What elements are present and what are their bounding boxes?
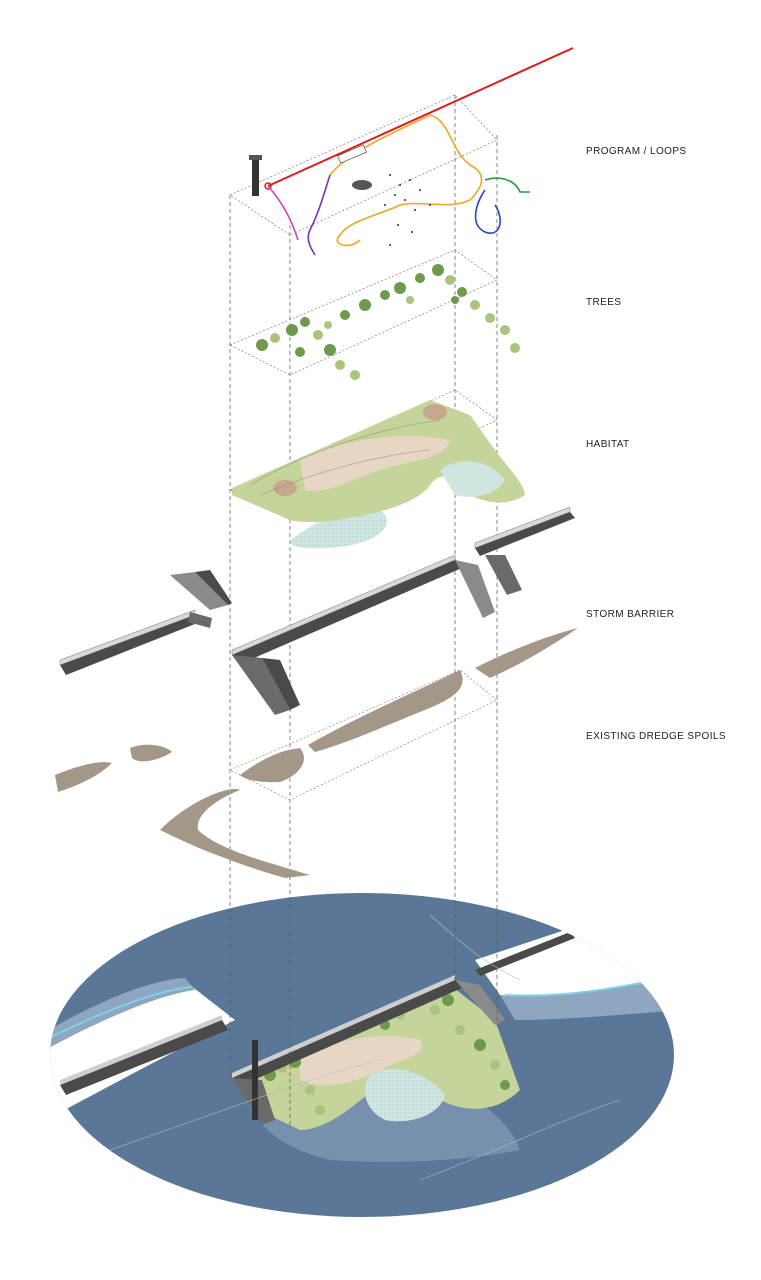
- dredge-spoil-long: [308, 670, 463, 752]
- base-storm-barrier: [60, 932, 575, 1125]
- tree-cluster: [256, 264, 520, 380]
- left-shoreline: [50, 986, 193, 1041]
- dredge-spoil-right: [475, 628, 578, 678]
- habitat-patch-left: [273, 480, 297, 496]
- label-program-loops: PROGRAM / LOOPS: [586, 146, 687, 157]
- trees-layer: [229, 249, 520, 380]
- island-sand: [300, 1036, 422, 1086]
- program-building: [337, 144, 367, 164]
- program-scatter-dots: [384, 174, 431, 246]
- right-shore-shallow: [500, 978, 674, 1020]
- dredge-spoil-left: [55, 762, 112, 792]
- label-storm-barrier: STORM BARRIER: [586, 609, 675, 620]
- program-pavilion: [352, 180, 372, 190]
- base-tower: [252, 1040, 258, 1120]
- label-trees: TREES: [586, 297, 622, 308]
- dredge-spoil-small: [130, 744, 172, 762]
- program-loops-layer: [229, 47, 574, 256]
- loop-magenta: [267, 185, 299, 241]
- storm-barrier-layer: [59, 506, 575, 715]
- label-habitat: HABITAT: [586, 439, 630, 450]
- loop-red-line: [267, 47, 574, 187]
- habitat-layer: [229, 389, 525, 549]
- habitat-water-edge-dots: [290, 507, 387, 549]
- left-shore-shallow: [50, 978, 195, 1050]
- loop-green: [484, 177, 530, 193]
- program-tower: [249, 155, 262, 196]
- label-existing-dredge-spoils: EXISTING DREDGE SPOILS: [586, 731, 726, 742]
- habitat-patch-right: [423, 404, 447, 420]
- island-lagoon-dots: [365, 1068, 445, 1122]
- site-base-plan: [50, 893, 674, 1217]
- dredge-spoil-large: [160, 789, 310, 878]
- loop-blue: [474, 189, 501, 234]
- dredge-spoils-layer: [55, 628, 578, 878]
- loop-orange: [329, 114, 483, 247]
- habitat-sand-arc: [300, 436, 450, 491]
- dredge-spoil-center: [240, 748, 304, 783]
- loop-purple: [307, 174, 331, 256]
- habitat-lagoon: [440, 461, 505, 497]
- projection-guides: [229, 95, 498, 1125]
